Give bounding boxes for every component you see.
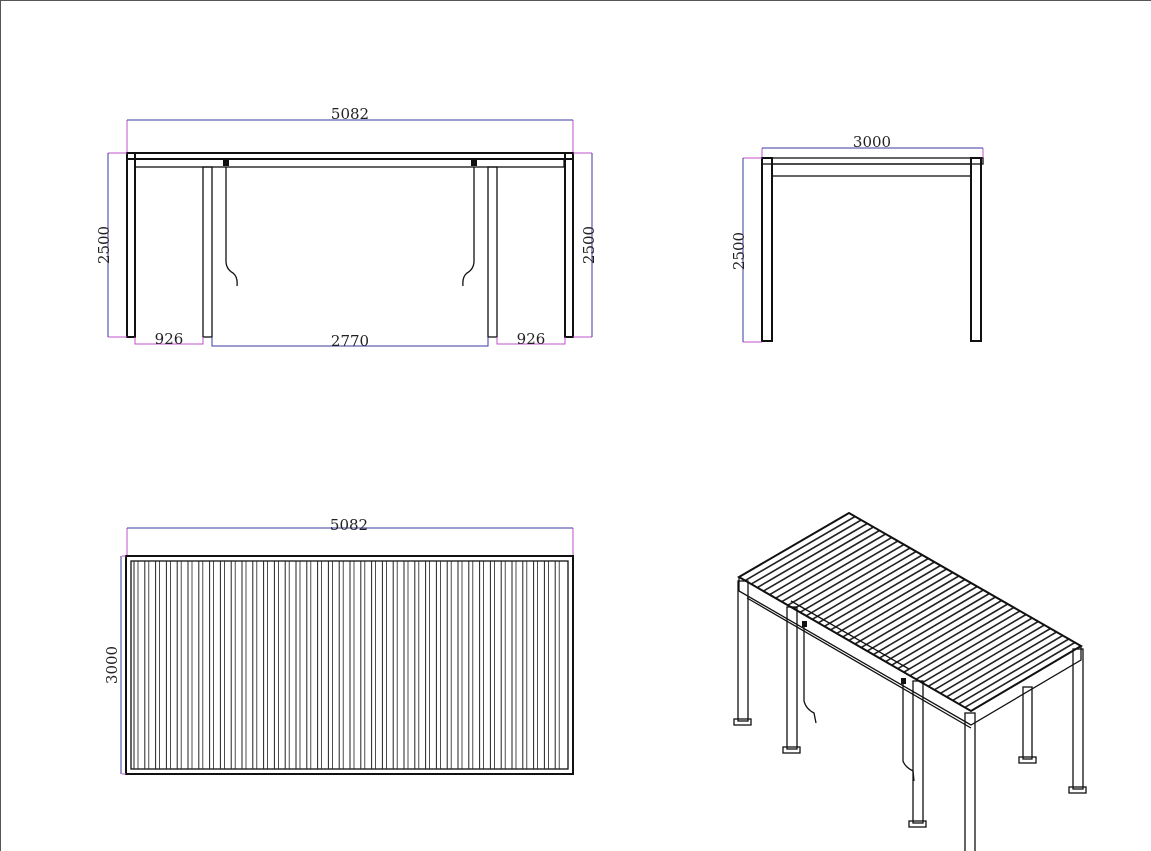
lower-beam [134, 158, 565, 168]
slat-line [958, 638, 1070, 705]
top-width-label: 5082 [330, 516, 368, 534]
slat-line [897, 603, 1009, 670]
slat-line [909, 610, 1021, 677]
slat-line [805, 550, 917, 617]
slat-line [927, 620, 1039, 688]
slat-line [866, 585, 978, 652]
post-front-corner [964, 712, 976, 851]
slat-line [964, 641, 1076, 709]
slat-line [811, 554, 923, 621]
roof-frame [125, 555, 574, 775]
slat-line [885, 596, 996, 663]
motor-box-icon [471, 160, 477, 166]
post-left [761, 157, 773, 342]
slat-line [891, 599, 1003, 666]
slat-line [921, 617, 1033, 684]
crank-handle-right [462, 167, 475, 287]
slat-line [915, 613, 1027, 680]
slat-line [879, 592, 990, 659]
span-right-label: 926 [517, 330, 546, 348]
span-center-label: 2770 [331, 332, 369, 350]
post-right [970, 157, 982, 342]
louvre-slats [133, 561, 560, 769]
front-height-right-label: 2500 [580, 226, 598, 264]
lower-beam [746, 597, 972, 729]
post-front-mid [908, 680, 927, 828]
slat-line [799, 547, 911, 613]
slat-line [854, 578, 966, 645]
post-inner-right [487, 166, 498, 338]
side-width-label: 3000 [853, 133, 891, 151]
slat-line [842, 571, 954, 638]
slat-line [940, 627, 1051, 695]
roof-beam [738, 577, 1082, 726]
top-beam [761, 157, 984, 165]
front-width-label: 5082 [331, 105, 369, 123]
louvre-slats [744, 515, 1076, 709]
slat-line [872, 589, 984, 656]
slat-line [756, 522, 868, 589]
slat-line [952, 634, 1064, 702]
slat-line [946, 631, 1057, 698]
top-view: 5082 3000 [103, 516, 574, 775]
slat-line [830, 564, 941, 631]
motor-box-icon [223, 160, 229, 166]
crank-handle-left [225, 167, 238, 287]
top-depth-label: 3000 [103, 646, 121, 684]
span-dimension-center [211, 337, 489, 347]
post-inner-left [202, 166, 213, 338]
slat-line [744, 515, 856, 582]
motor-box-icon [901, 678, 906, 684]
post-back-right [1068, 648, 1087, 794]
slat-line [787, 540, 899, 606]
lower-beam [771, 163, 972, 177]
slat-line [793, 543, 905, 610]
crank-handle [803, 627, 817, 724]
slat-line [824, 561, 935, 628]
top-beam [126, 152, 574, 160]
span-dimension-left [134, 337, 204, 345]
slat-line [775, 533, 887, 599]
slat-line [750, 519, 862, 585]
side-height-label: 2500 [730, 232, 748, 270]
middle-beam [790, 600, 910, 670]
slat-line [933, 624, 1045, 691]
roof-outline [737, 511, 1083, 713]
post-left [126, 152, 136, 338]
span-left-label: 926 [155, 330, 184, 348]
front-view: 5082 2500 2500 926 2770 926 [95, 105, 598, 350]
crank-handle [902, 684, 915, 782]
isometric-view [733, 511, 1087, 851]
slat-line [860, 582, 972, 649]
side-view: 3000 2500 [730, 133, 984, 343]
post-mid-left [782, 606, 801, 754]
post-right [564, 152, 574, 338]
slat-line [781, 536, 893, 603]
slat-line [769, 529, 880, 596]
post-front-left [733, 580, 752, 726]
post-mid-right [1018, 686, 1037, 764]
span-dimension-right [496, 337, 566, 345]
front-height-left-label: 2500 [95, 226, 113, 264]
slat-line [817, 557, 929, 624]
slat-line [848, 575, 960, 642]
motor-box-icon [802, 621, 807, 627]
slat-line [763, 526, 874, 592]
slat-line [903, 606, 1015, 673]
slat-line [836, 568, 948, 635]
